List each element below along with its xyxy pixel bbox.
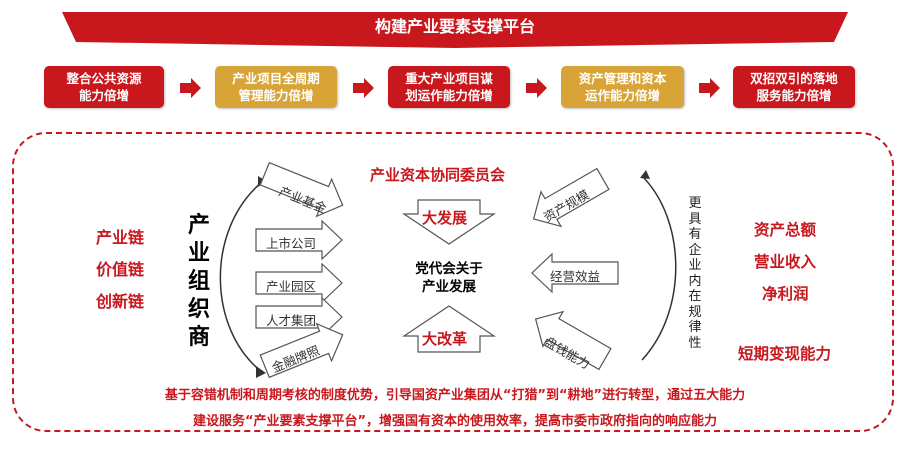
- metric-net-profit: 净利润: [762, 285, 809, 303]
- summary-line-1: 基于容错机制和周期考核的制度优势，引导国资产业集团从“打猎”到“耕地”进行转型，…: [164, 388, 746, 403]
- label-talent-group: 人才集团: [266, 313, 317, 328]
- regularity-vertical: 更具有企业内在规律性: [688, 196, 702, 351]
- chain-innovation: 创新链: [96, 292, 145, 311]
- banner-title: 构建产业要素支撑平台: [374, 17, 535, 36]
- arrow-shape-big-development: [402, 199, 496, 245]
- right-arrow-icon: [353, 78, 374, 98]
- arrow-shape-finance-license: [259, 322, 344, 379]
- label-listed-company: 上市公司: [266, 236, 317, 251]
- metric-short-term-cash: 短期变现能力: [738, 345, 832, 363]
- industry-organizer-vertical: 产业组织商: [187, 213, 210, 350]
- capability-box-3: 重大产业项目谋划运作能力倍增: [388, 66, 510, 108]
- right-arrow-icon: [526, 78, 547, 98]
- metric-revenue: 营业收入: [754, 253, 817, 271]
- big-development-label: 大发展: [422, 209, 468, 227]
- summary-line-2: 建设服务“产业要素支撑平台”，增强国有资本的使用效率，提高市委市政府指向的响应能…: [192, 414, 718, 429]
- arrow-shape-industry-fund: [259, 161, 344, 218]
- banner-shape: [62, 12, 848, 48]
- capability-arrows: [180, 78, 720, 98]
- arrow-shape-money-ability: [534, 310, 612, 371]
- chain-value: 价值链: [96, 260, 145, 279]
- curve-arrowhead-icon: [256, 366, 266, 378]
- capability-box-4: 资产管理和资本运作能力倍增: [561, 66, 684, 108]
- platform-dashed-box: [12, 132, 894, 432]
- arrow-shape-operating-benefit: [531, 252, 619, 294]
- chain-industry: 产业链: [96, 228, 145, 247]
- right-curve: [641, 175, 677, 361]
- arrow-shape-listed-company: [255, 219, 343, 261]
- capability-box-5: 双招双引的落地服务能力倍增: [733, 66, 855, 108]
- arrow-shape-big-reform: [402, 305, 496, 353]
- big-reform-label: 大改革: [422, 330, 468, 348]
- right-arrow-icon: [180, 78, 201, 98]
- left-curve: [219, 181, 263, 373]
- right-arrow-icon: [699, 78, 720, 98]
- capability-box-1: 整合公共资源能力倍增: [44, 66, 164, 108]
- label-industrial-park: 产业园区: [266, 279, 317, 294]
- arrow-shape-asset-scale: [532, 167, 610, 228]
- arrow-shape-industrial-park: [255, 262, 343, 304]
- capability-box-2: 产业项目全周期管理能力倍增: [215, 66, 337, 108]
- committee-title: 产业资本协同委员会: [370, 166, 506, 184]
- curve-arrowhead-icon: [640, 170, 650, 179]
- core-text: 党代会关于产业发展: [415, 261, 483, 295]
- metric-total-assets: 资产总额: [754, 221, 817, 239]
- label-operating-benefit: 经营效益: [550, 269, 601, 284]
